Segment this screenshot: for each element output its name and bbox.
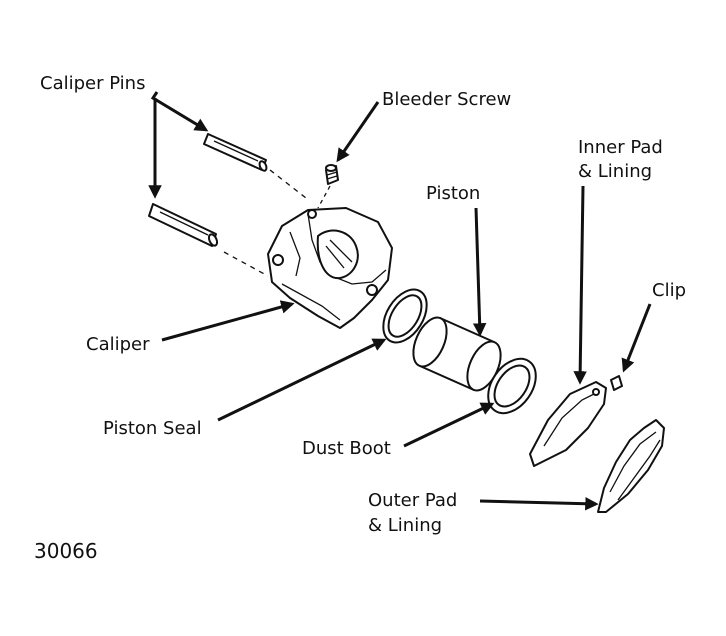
caliper-pin-lower — [148, 203, 219, 247]
arrow-caliper-pins-upper — [150, 91, 209, 132]
label-clip: Clip — [652, 280, 686, 301]
label-caliper: Caliper — [86, 334, 150, 355]
bleeder-screw — [317, 164, 339, 209]
arrow-dust-boot — [403, 402, 495, 448]
label-bleeder-screw: Bleeder Screw — [382, 89, 511, 110]
caliper-body — [267, 207, 393, 329]
arrow-inner-pad — [573, 185, 587, 385]
clip — [610, 375, 623, 391]
arrow-piston — [472, 207, 487, 337]
label-outer-pad-line2: & Lining — [368, 515, 442, 536]
label-caliper-pins: Caliper Pins — [40, 73, 145, 94]
figure-number: 30066 — [34, 539, 98, 563]
caliper-pin-upper — [203, 133, 268, 172]
inner-pad — [529, 381, 607, 467]
arrow-clip — [621, 303, 652, 373]
label-outer-pad-line1: Outer Pad — [368, 490, 457, 511]
pin-alignment-line-upper — [269, 169, 307, 199]
arrow-piston-seal — [217, 338, 387, 422]
label-piston: Piston — [426, 183, 480, 204]
label-dust-boot: Dust Boot — [302, 438, 391, 459]
dust-boot — [487, 357, 537, 415]
arrow-caliper — [161, 300, 295, 342]
label-inner-pad-line1: Inner Pad — [578, 137, 663, 158]
outer-pad — [597, 419, 665, 513]
pin-alignment-line-lower — [223, 251, 269, 277]
arrow-outer-pad — [479, 496, 599, 511]
label-piston-seal: Piston Seal — [103, 418, 202, 439]
label-inner-pad-line2: & Lining — [578, 161, 652, 182]
arrow-bleeder-screw — [336, 101, 380, 163]
piston-seal — [382, 288, 428, 344]
